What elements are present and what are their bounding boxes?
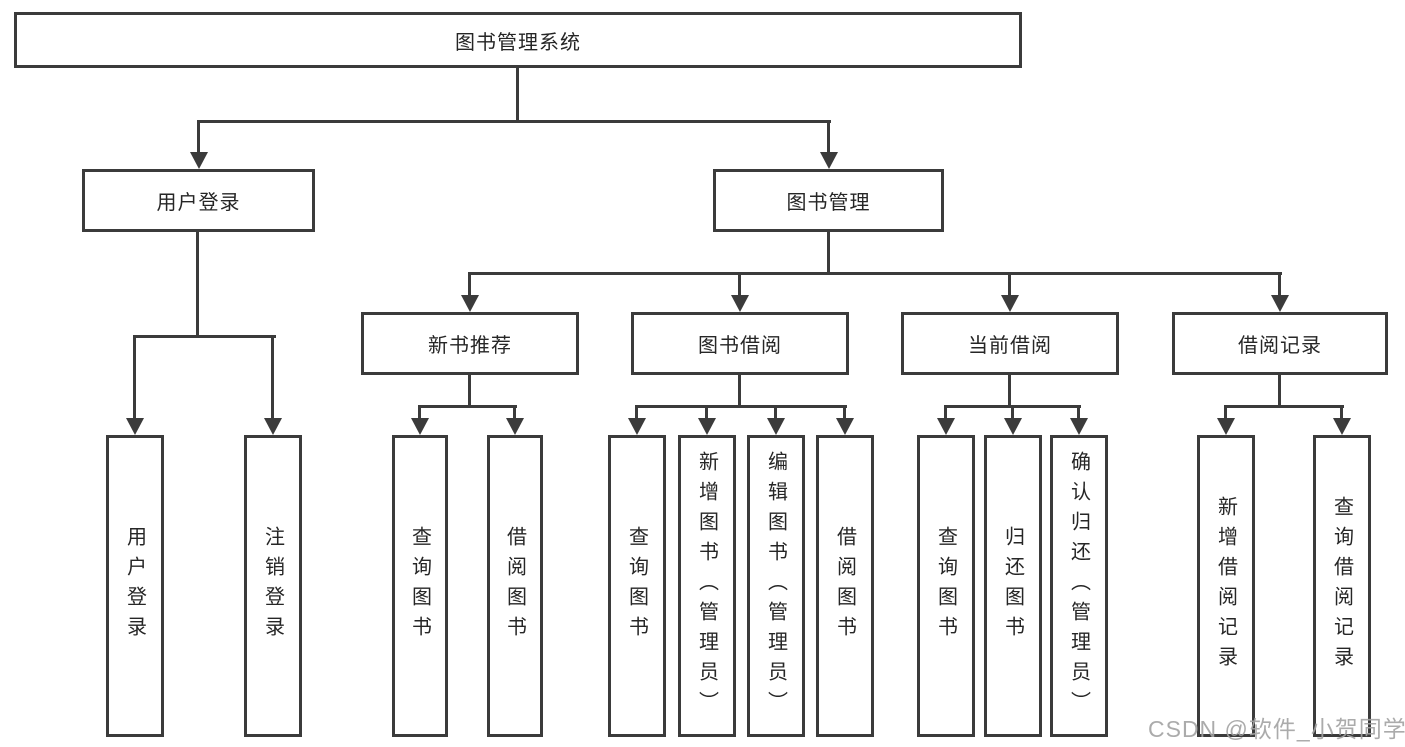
connector-line — [1278, 375, 1281, 408]
connector-line — [513, 405, 516, 421]
leaf-bb-query-books: 查询图书 — [608, 435, 666, 737]
connector-line — [1008, 272, 1011, 300]
node-library-system: 图书管理系统 — [14, 12, 1022, 68]
arrow-down-icon — [767, 418, 785, 435]
arrow-down-icon — [411, 418, 429, 435]
connector-line — [738, 375, 741, 408]
arrow-down-icon — [1070, 418, 1088, 435]
arrow-down-icon — [1001, 295, 1019, 312]
node-user-login: 用户登录 — [82, 169, 315, 232]
node-new-book-recommend: 新书推荐 — [361, 312, 579, 375]
arrow-down-icon — [820, 152, 838, 169]
connector-line — [827, 120, 830, 154]
leaf-br-add-record: 新增借阅记录 — [1197, 435, 1255, 737]
arrow-down-icon — [1271, 295, 1289, 312]
arrow-down-icon — [698, 418, 716, 435]
arrow-down-icon — [126, 418, 144, 435]
leaf-nb-borrow-books: 借阅图书 — [487, 435, 543, 737]
leaf-bb-add-books-admin: 新增图书（管理员） — [678, 435, 736, 737]
connector-line — [1278, 272, 1281, 300]
arrow-down-icon — [628, 418, 646, 435]
leaf-bb-borrow-books: 借阅图书 — [816, 435, 874, 737]
leaf-cb-query-books: 查询图书 — [917, 435, 975, 737]
connector-line — [738, 272, 741, 300]
leaf-nb-query-books: 查询图书 — [392, 435, 448, 737]
connector-line — [944, 405, 947, 421]
arrow-down-icon — [1217, 418, 1235, 435]
connector-line — [635, 405, 638, 421]
connector-line — [468, 272, 471, 300]
arrow-down-icon — [1004, 418, 1022, 435]
connector-line — [1340, 405, 1343, 421]
connector-line — [1008, 375, 1011, 408]
leaf-br-query-record: 查询借阅记录 — [1313, 435, 1371, 737]
connector-line — [271, 335, 274, 423]
leaf-user-login: 用户登录 — [106, 435, 164, 737]
connector-line — [418, 405, 421, 421]
connector-line — [1011, 405, 1014, 421]
connector-line — [843, 405, 846, 421]
leaf-cb-return-books: 归还图书 — [984, 435, 1042, 737]
arrow-down-icon — [1333, 418, 1351, 435]
leaf-bb-edit-books-admin: 编辑图书（管理员） — [747, 435, 805, 737]
connector-line — [774, 405, 777, 421]
connector-line — [516, 66, 519, 123]
leaf-cb-confirm-return-admin: 确认归还（管理员） — [1050, 435, 1108, 737]
connector-line — [827, 231, 830, 275]
arrow-down-icon — [264, 418, 282, 435]
connector-line — [418, 405, 517, 408]
connector-line — [196, 232, 199, 338]
arrow-down-icon — [836, 418, 854, 435]
connector-line — [705, 405, 708, 421]
node-current-borrowing: 当前借阅 — [901, 312, 1119, 375]
node-book-management: 图书管理 — [713, 169, 944, 232]
node-book-borrowing: 图书借阅 — [631, 312, 849, 375]
watermark: CSDN @软件_小贺同学 — [1148, 716, 1405, 742]
connector-line — [1224, 405, 1227, 421]
connector-line — [133, 335, 276, 338]
arrow-down-icon — [190, 152, 208, 169]
arrow-down-icon — [731, 295, 749, 312]
connector-line — [468, 272, 1282, 275]
connector-line — [635, 405, 847, 408]
connector-line — [197, 120, 200, 154]
connector-line — [1077, 405, 1080, 421]
node-borrow-records: 借阅记录 — [1172, 312, 1388, 375]
leaf-logout: 注销登录 — [244, 435, 302, 737]
connector-line — [197, 120, 831, 123]
connector-line — [1224, 405, 1344, 408]
arrow-down-icon — [461, 295, 479, 312]
connector-line — [133, 335, 136, 423]
connector-line — [468, 375, 471, 408]
arrow-down-icon — [937, 418, 955, 435]
arrow-down-icon — [506, 418, 524, 435]
